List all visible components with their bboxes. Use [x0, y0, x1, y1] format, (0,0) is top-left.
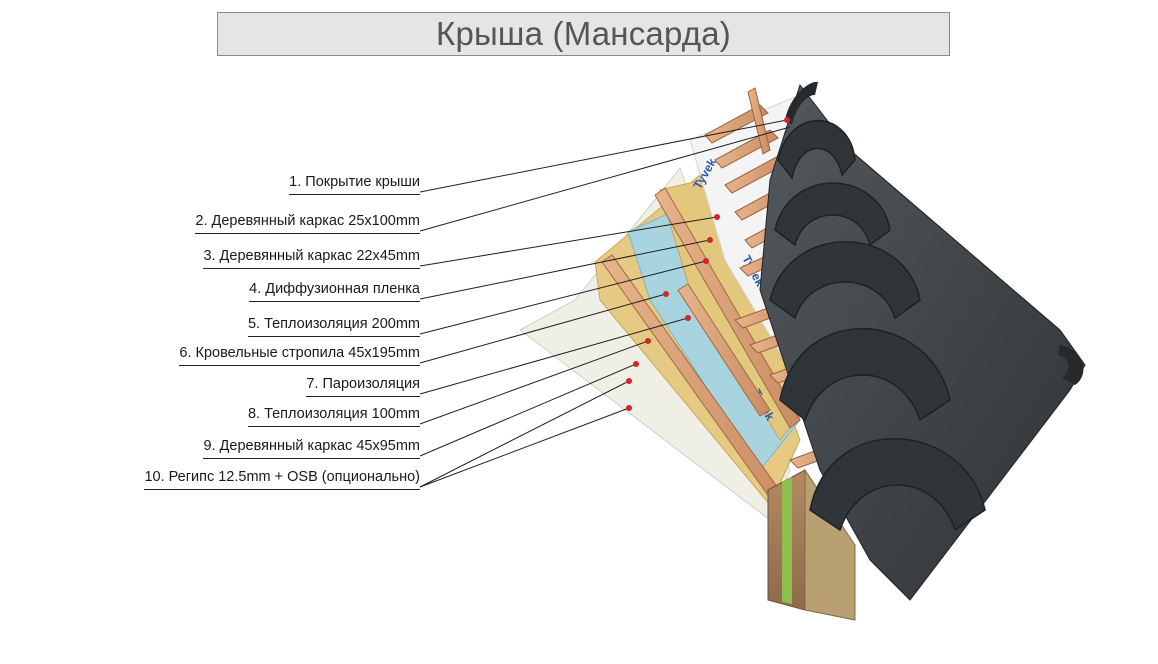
layer-label-7: 7. Пароизоляция [306, 375, 420, 397]
wall-green-layer [782, 477, 792, 604]
marker-4 [703, 258, 709, 264]
marker-9 [626, 378, 632, 384]
layer-label-6: 6. Кровельные стропила 45х195mm [179, 344, 420, 366]
marker-1 [784, 117, 790, 123]
roof-tile-waves [769, 119, 986, 532]
layer-markers [626, 117, 790, 411]
roof-ridge-curl [785, 81, 818, 125]
marker-3 [707, 237, 713, 243]
layer-label-3: 3. Деревянный каркас 22х45mm [203, 247, 420, 269]
title-banner: Крыша (Мансарда) [217, 12, 950, 56]
marker-5 [663, 291, 669, 297]
marker-10 [626, 405, 632, 411]
leader-lines [419, 119, 791, 488]
layer-label-5: 5. Теплоизоляция 200mm [247, 315, 420, 337]
page-title: Крыша (Мансарда) [436, 15, 731, 52]
layer-label-10: 10. Регипс 12.5mm + OSB (опционально) [144, 468, 420, 490]
marker-6 [685, 315, 691, 321]
layer-label-8: 8. Теплоизоляция 100mm [247, 405, 420, 427]
layer-label-4: 4. Диффузионная пленка [249, 280, 420, 302]
marker-2 [714, 214, 720, 220]
layer-label-1: 1. Покрытие крыши [289, 173, 420, 195]
rafter-2 [654, 187, 801, 429]
marker-8 [633, 361, 639, 367]
roof-eave-curl [1058, 345, 1084, 385]
layer-label-9: 9. Деревянный каркас 45х95mm [203, 437, 420, 459]
marker-7 [645, 338, 651, 344]
rafter-3 [677, 283, 771, 417]
layer-label-2: 2. Деревянный каркас 25х100mm [195, 212, 420, 234]
